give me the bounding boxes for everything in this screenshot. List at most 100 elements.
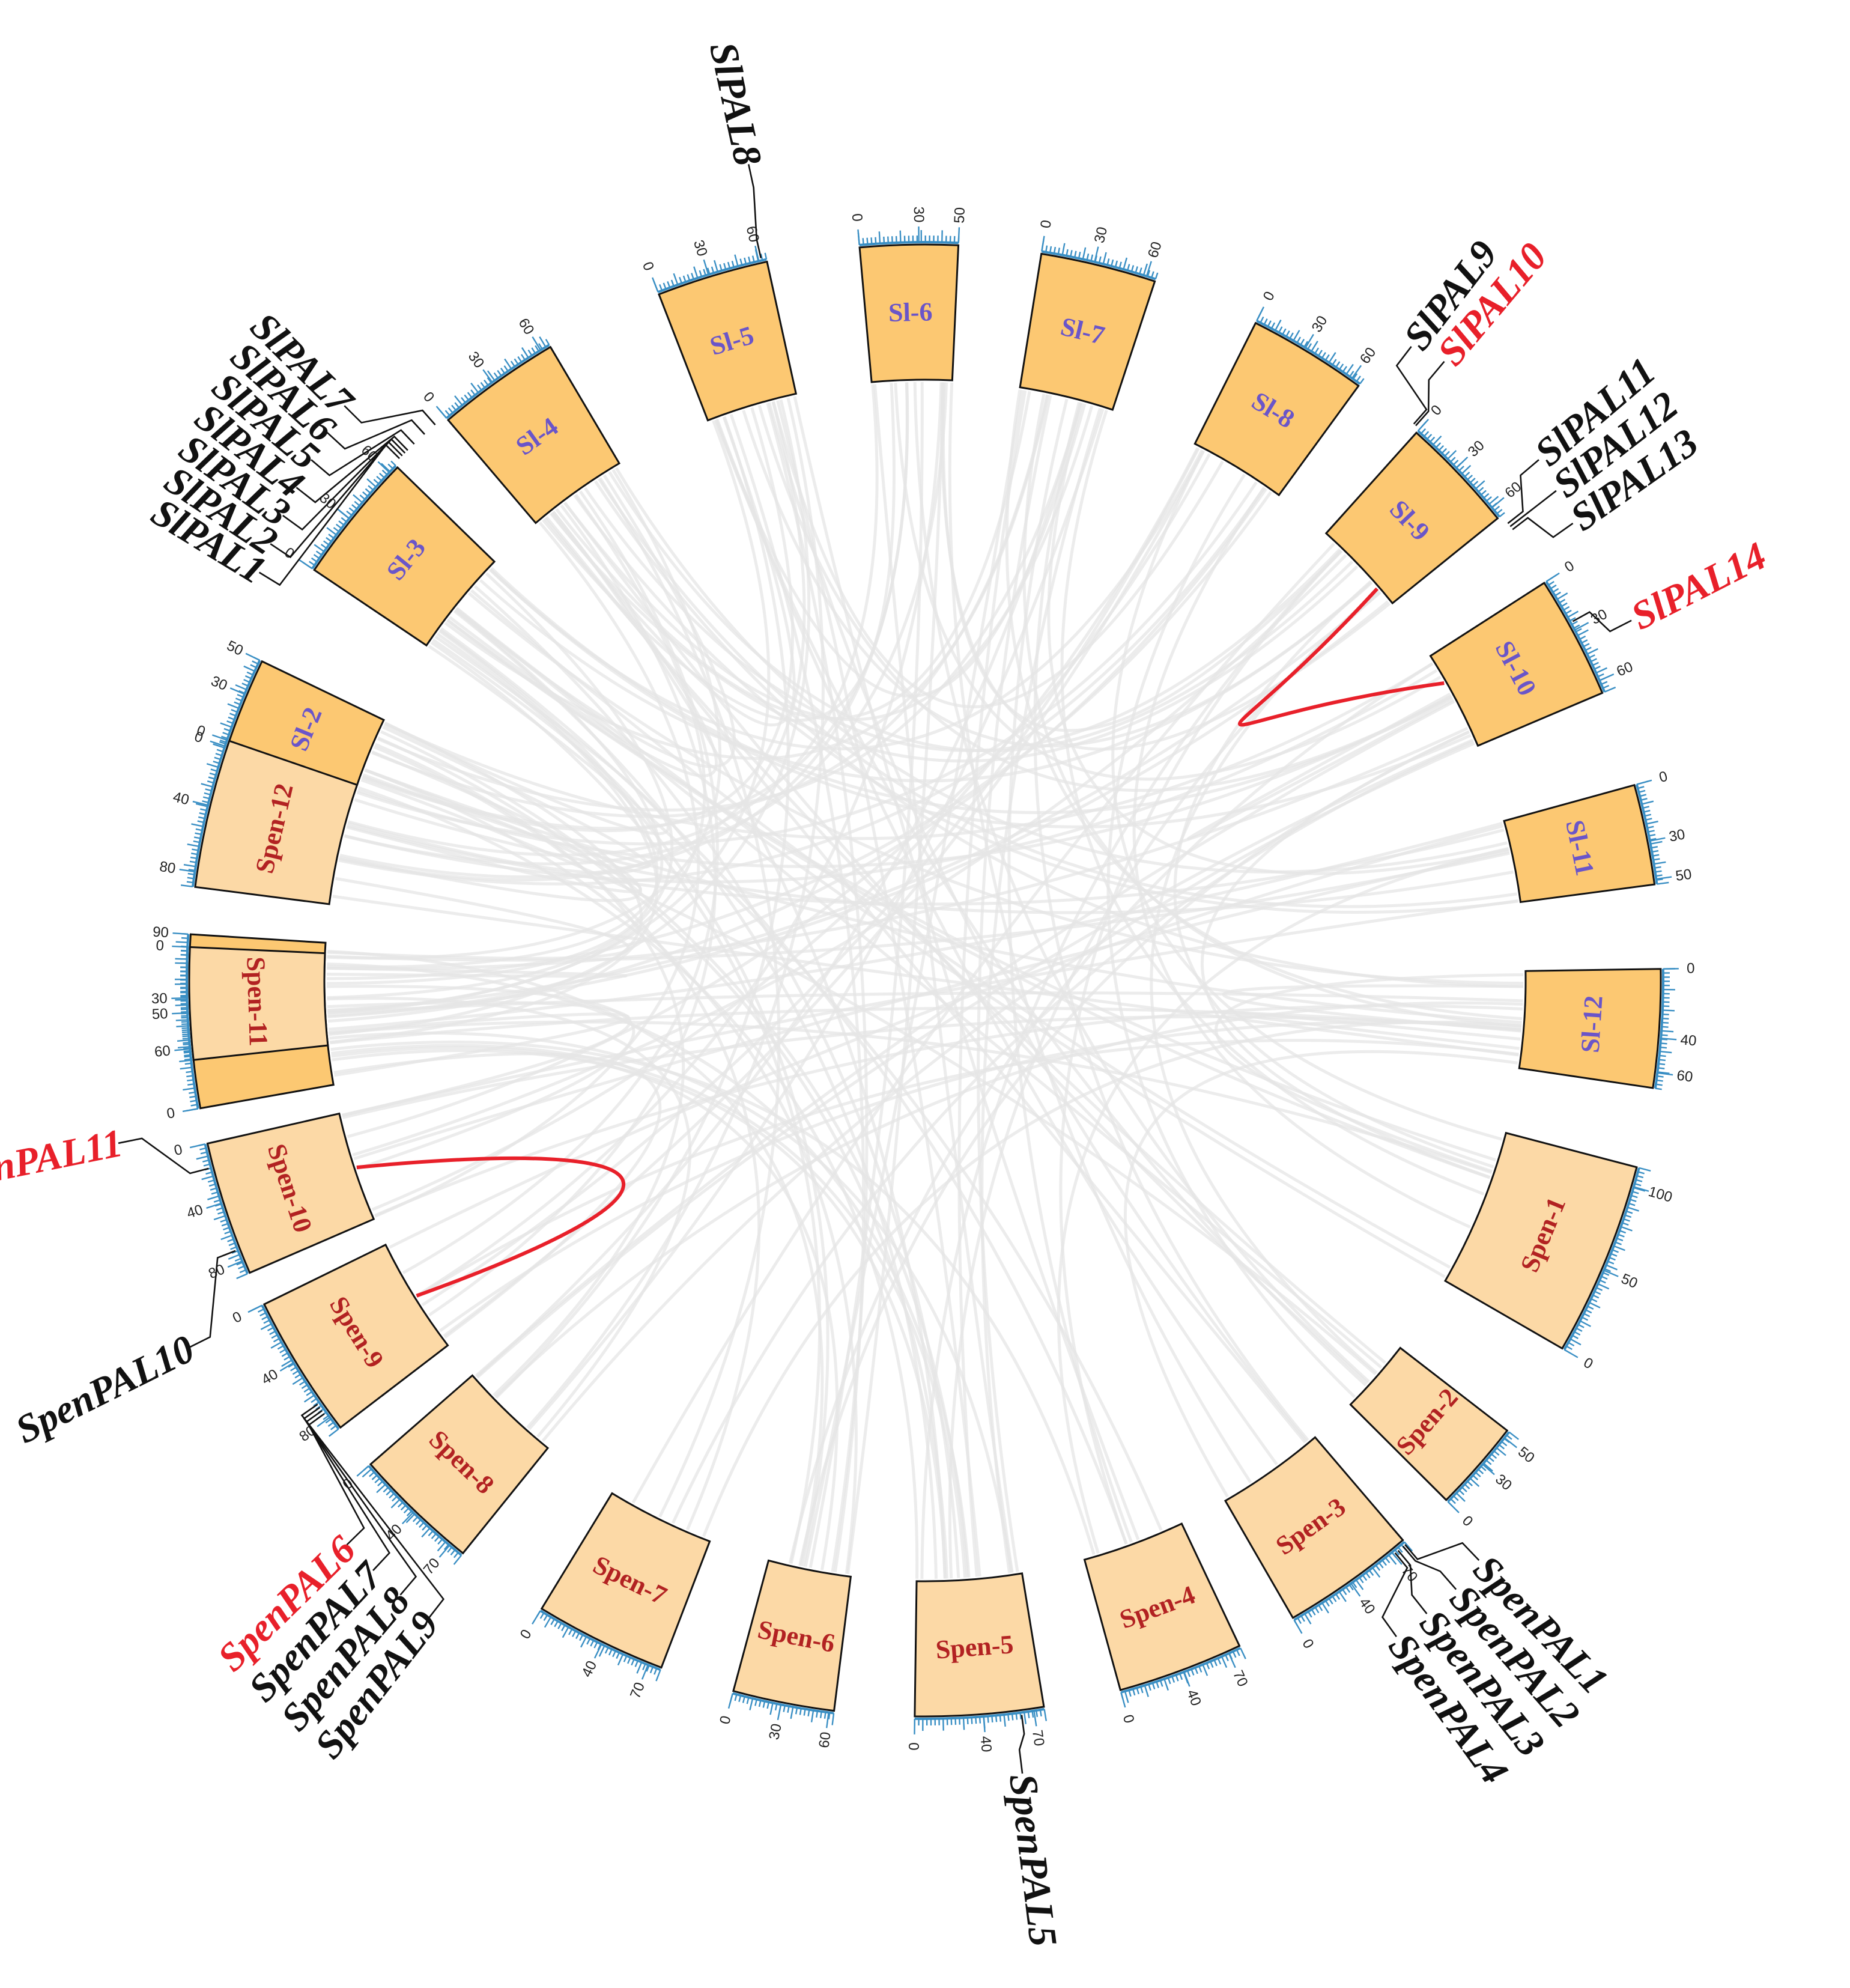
ruler-tick <box>1363 1575 1367 1581</box>
ruler-tick <box>867 238 868 245</box>
ruler-tick <box>1499 1445 1505 1449</box>
ruler-tick <box>975 1717 976 1724</box>
ruler-tick <box>1091 255 1092 261</box>
ruler-tick <box>260 1313 266 1316</box>
ruler-tick <box>349 508 354 512</box>
tick-label: 30 <box>1091 225 1111 245</box>
ruler-tick <box>1568 1343 1574 1346</box>
ruler-tick <box>497 371 501 376</box>
ruler-tick <box>879 231 880 243</box>
ruler-tick <box>374 479 378 484</box>
ruler-tick <box>204 793 211 795</box>
ruler-major-tick <box>1564 1350 1578 1358</box>
gene-leader-line <box>118 1138 208 1173</box>
ruler-major-tick <box>1042 236 1044 252</box>
ruler-tick <box>554 1621 557 1627</box>
ruler-tick <box>176 1020 188 1021</box>
ruler-tick <box>1132 266 1133 272</box>
tick-label: 30 <box>1465 437 1488 460</box>
ruler-tick <box>518 357 521 362</box>
ruler-tick <box>576 1633 579 1639</box>
ruler-tick <box>282 1353 287 1357</box>
ruler-tick <box>1168 1677 1171 1683</box>
ruler-tick <box>216 1208 222 1210</box>
ruler-tick <box>199 813 206 814</box>
ruler-tick <box>280 1349 286 1352</box>
ruler-tick <box>404 1508 409 1513</box>
ruler-tick <box>744 258 746 264</box>
ruler-tick <box>1207 1663 1209 1669</box>
ruler-tick <box>1639 1168 1651 1171</box>
ruler-tick <box>1187 1671 1190 1677</box>
ruler-tick <box>558 1623 561 1629</box>
tick-label: 0 <box>517 1627 535 1642</box>
ruler-tick <box>1661 1031 1673 1032</box>
ruler-tick <box>1494 1451 1499 1455</box>
ruler-tick <box>748 257 750 263</box>
tick-label: 0 <box>1120 1713 1138 1725</box>
ruler-tick <box>380 473 384 478</box>
ruler-tick <box>1625 1215 1631 1217</box>
tick-label: 0 <box>1459 1513 1476 1530</box>
gene-leader-line <box>1405 1543 1479 1560</box>
ruler-tick <box>667 281 670 287</box>
ruler-tick <box>1585 648 1591 651</box>
ruler-tick <box>1164 1679 1168 1691</box>
ruler-tick <box>1127 264 1129 271</box>
ruler-tick <box>1115 261 1117 267</box>
tick-label: 0 <box>1299 1637 1317 1652</box>
ruler-tick <box>1588 1306 1594 1309</box>
ruler-tick <box>1268 321 1271 327</box>
gene-leader-line <box>1019 1715 1024 1774</box>
ruler-tick <box>1360 378 1363 384</box>
ruler-tick <box>188 874 195 875</box>
ruler-tick <box>1033 1711 1034 1718</box>
ruler-tick <box>1563 607 1569 610</box>
ruler-tick <box>1655 871 1662 872</box>
ruler-tick <box>182 1028 189 1029</box>
ruler-tick <box>724 263 726 270</box>
ruler-tick <box>214 758 220 759</box>
ruler-tick <box>1279 327 1282 333</box>
ruler-tick <box>1329 1599 1333 1604</box>
ruler-major-tick <box>642 1665 648 1679</box>
ruler-tick <box>413 1517 418 1522</box>
gene-leader-line <box>344 406 435 425</box>
ruler-tick <box>1638 1172 1645 1173</box>
ruler-tick <box>228 1239 234 1242</box>
ruler-tick <box>1651 842 1663 844</box>
ruler-tick <box>183 1044 190 1045</box>
ruler-tick <box>1139 268 1141 275</box>
ruler-tick <box>763 1701 765 1708</box>
ruler-tick <box>1617 1238 1623 1241</box>
ruler-tick <box>227 721 233 723</box>
ruler-tick <box>1301 1616 1305 1621</box>
ruler-tick <box>213 761 220 763</box>
ruler-tick <box>654 1668 657 1674</box>
ruler-tick <box>1312 1610 1315 1615</box>
ruler-tick <box>755 1700 757 1706</box>
ruler-tick <box>1654 862 1666 864</box>
ruler-tick <box>369 1472 374 1476</box>
ruler-tick <box>1661 1043 1667 1044</box>
ruler-tick <box>1459 1490 1464 1495</box>
ruler-tick <box>1612 1250 1618 1252</box>
ruler-tick <box>300 1381 305 1385</box>
ruler-tick <box>1473 1476 1478 1480</box>
gene-label-spenpal10: SpenPAL10 <box>9 1327 201 1452</box>
ruler-tick <box>333 527 339 532</box>
ruler-tick <box>324 541 329 544</box>
ruler-tick <box>1141 1686 1142 1693</box>
ruler-tick <box>1133 1689 1135 1695</box>
ruler-tick <box>562 1625 565 1631</box>
ruler-tick <box>1451 1499 1455 1504</box>
ruler-tick <box>451 1550 455 1555</box>
ruler-tick <box>182 1032 189 1033</box>
ruler-tick <box>1016 1713 1017 1720</box>
ruler-tick <box>1582 640 1588 643</box>
ruler-major-tick <box>1492 497 1504 508</box>
ruler-tick <box>372 1475 377 1479</box>
